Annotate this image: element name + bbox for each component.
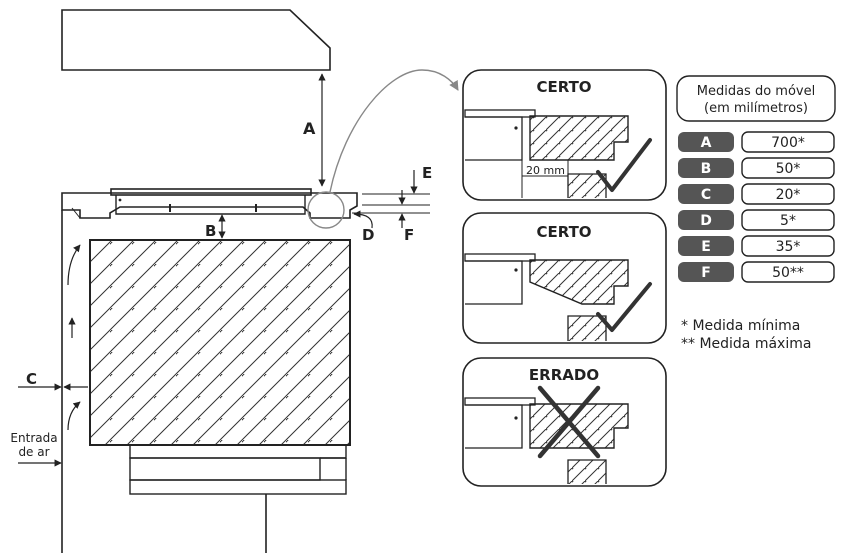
table-value-box: [741, 157, 835, 179]
air-inlet-label-1: Entrada: [10, 431, 57, 445]
table-rows: A 700* B 50* C 20* D 5* E 35* F 50**: [678, 131, 835, 283]
panel-3-title: ERRADO: [529, 366, 599, 384]
panel-wrong: ERRADO: [462, 357, 667, 487]
drawer-lower: [129, 479, 347, 495]
table-value-label: 5*: [780, 213, 796, 229]
table-value-box: [741, 131, 835, 153]
label-a: A: [303, 119, 316, 138]
table-key-badge: [678, 236, 734, 256]
label-f: F: [404, 226, 414, 244]
table-value-box: [741, 235, 835, 257]
panel-correct-1: CERTO 20 mm: [462, 69, 667, 201]
main-section: A B C Entrada de ar E F D: [10, 9, 459, 553]
table-key-label: B: [701, 161, 712, 177]
table-key-label: A: [701, 135, 712, 151]
drawer-mid: [129, 457, 321, 481]
detail-callout-circle: [307, 191, 345, 229]
detail-connector: [329, 69, 459, 193]
cross-icon: [537, 385, 601, 459]
check-icon: [596, 282, 652, 332]
panel-correct-2: CERTO: [462, 212, 667, 344]
airflow-arrow-top: [67, 244, 81, 286]
range-hood: [61, 9, 331, 71]
table-value-label: 50**: [772, 265, 804, 281]
table-key-label: C: [701, 187, 711, 203]
panel-1-gap-label: 20 mm: [526, 164, 565, 177]
table-value-box: [741, 209, 835, 231]
table-header-1: Medidas do móvel: [697, 84, 815, 99]
table-key-badge: [678, 210, 734, 230]
oven-body: [89, 239, 351, 446]
cooktop-body: [115, 195, 306, 215]
air-inlet-label-2: de ar: [18, 445, 49, 459]
cooktop-glass: [110, 188, 312, 196]
table-key-label: E: [701, 239, 711, 255]
table-value-label: 50*: [776, 161, 801, 177]
measurements-table: Medidas do móvel (em milímetros) A 700* B 5…: [676, 75, 836, 352]
countertop: [61, 192, 358, 219]
drawer-upper: [129, 444, 347, 459]
table-key-badge: [678, 158, 734, 178]
label-b: B: [205, 222, 216, 240]
panel-2-title: CERTO: [536, 223, 591, 241]
label-d: D: [362, 226, 374, 244]
label-e: E: [422, 164, 432, 182]
table-value-label: 20*: [776, 187, 801, 203]
table-value-label: 700*: [771, 135, 805, 151]
table-key-badge: [678, 184, 734, 204]
table-key-badge: [678, 132, 734, 152]
check-icon: [596, 138, 652, 192]
airflow-arrow-low: [67, 401, 81, 431]
table-key-label: F: [701, 265, 711, 281]
note-max: ** Medida máxima: [681, 336, 811, 352]
table-value-box: [741, 183, 835, 205]
table-value-label: 35*: [776, 239, 801, 255]
label-c: C: [26, 370, 37, 388]
table-key-badge: [678, 262, 734, 282]
table-header-2: (em milímetros): [704, 101, 808, 116]
table-value-box: [741, 261, 835, 283]
table-key-label: D: [700, 213, 712, 229]
panel-1-title: CERTO: [536, 78, 591, 96]
note-min: * Medida mínima: [681, 318, 800, 334]
